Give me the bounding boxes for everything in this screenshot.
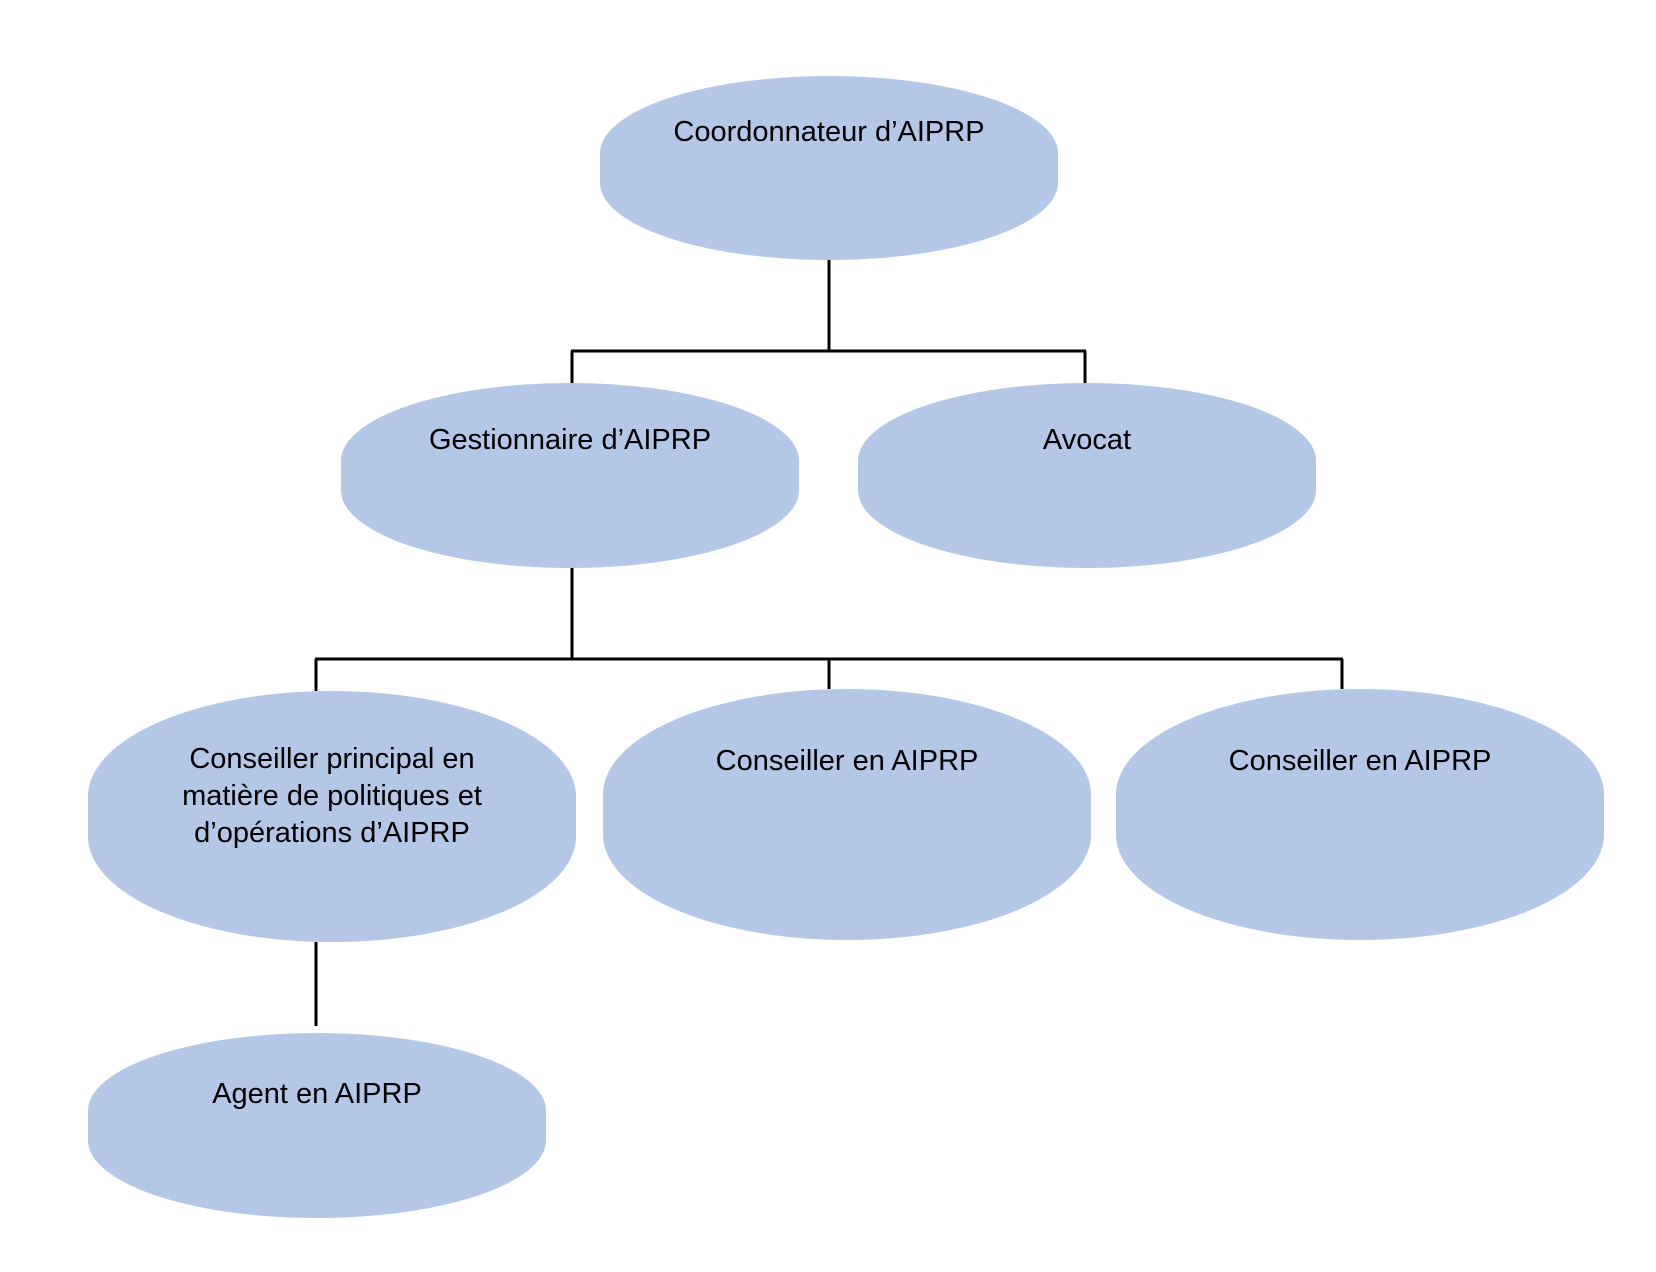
node-label-agent: Agent en AIPRP xyxy=(212,1078,422,1110)
node-label-gestionnaire: Gestionnaire d’AIPRP xyxy=(428,424,712,456)
node-label-conseiller-2: Conseiller en AIPRP xyxy=(1228,745,1492,777)
node-conseiller-2: Conseiller en AIPRP xyxy=(1116,689,1604,940)
node-gestionnaire: Gestionnaire d’AIPRP xyxy=(341,383,799,568)
node-label-coordonnateur: Coordonnateur d’AIPRP xyxy=(673,116,985,148)
node-label-conseiller-principal: Conseiller principal en matière de polit… xyxy=(182,743,482,849)
node-conseiller-principal: Conseiller principal en matière de polit… xyxy=(88,691,576,942)
node-avocat: Avocat xyxy=(858,383,1316,568)
node-conseiller-1: Conseiller en AIPRP xyxy=(603,689,1091,940)
node-coordonnateur: Coordonnateur d’AIPRP xyxy=(600,76,1058,260)
node-label-conseiller-1: Conseiller en AIPRP xyxy=(715,745,979,777)
node-agent: Agent en AIPRP xyxy=(88,1033,546,1218)
node-label-avocat: Avocat xyxy=(1042,424,1132,456)
